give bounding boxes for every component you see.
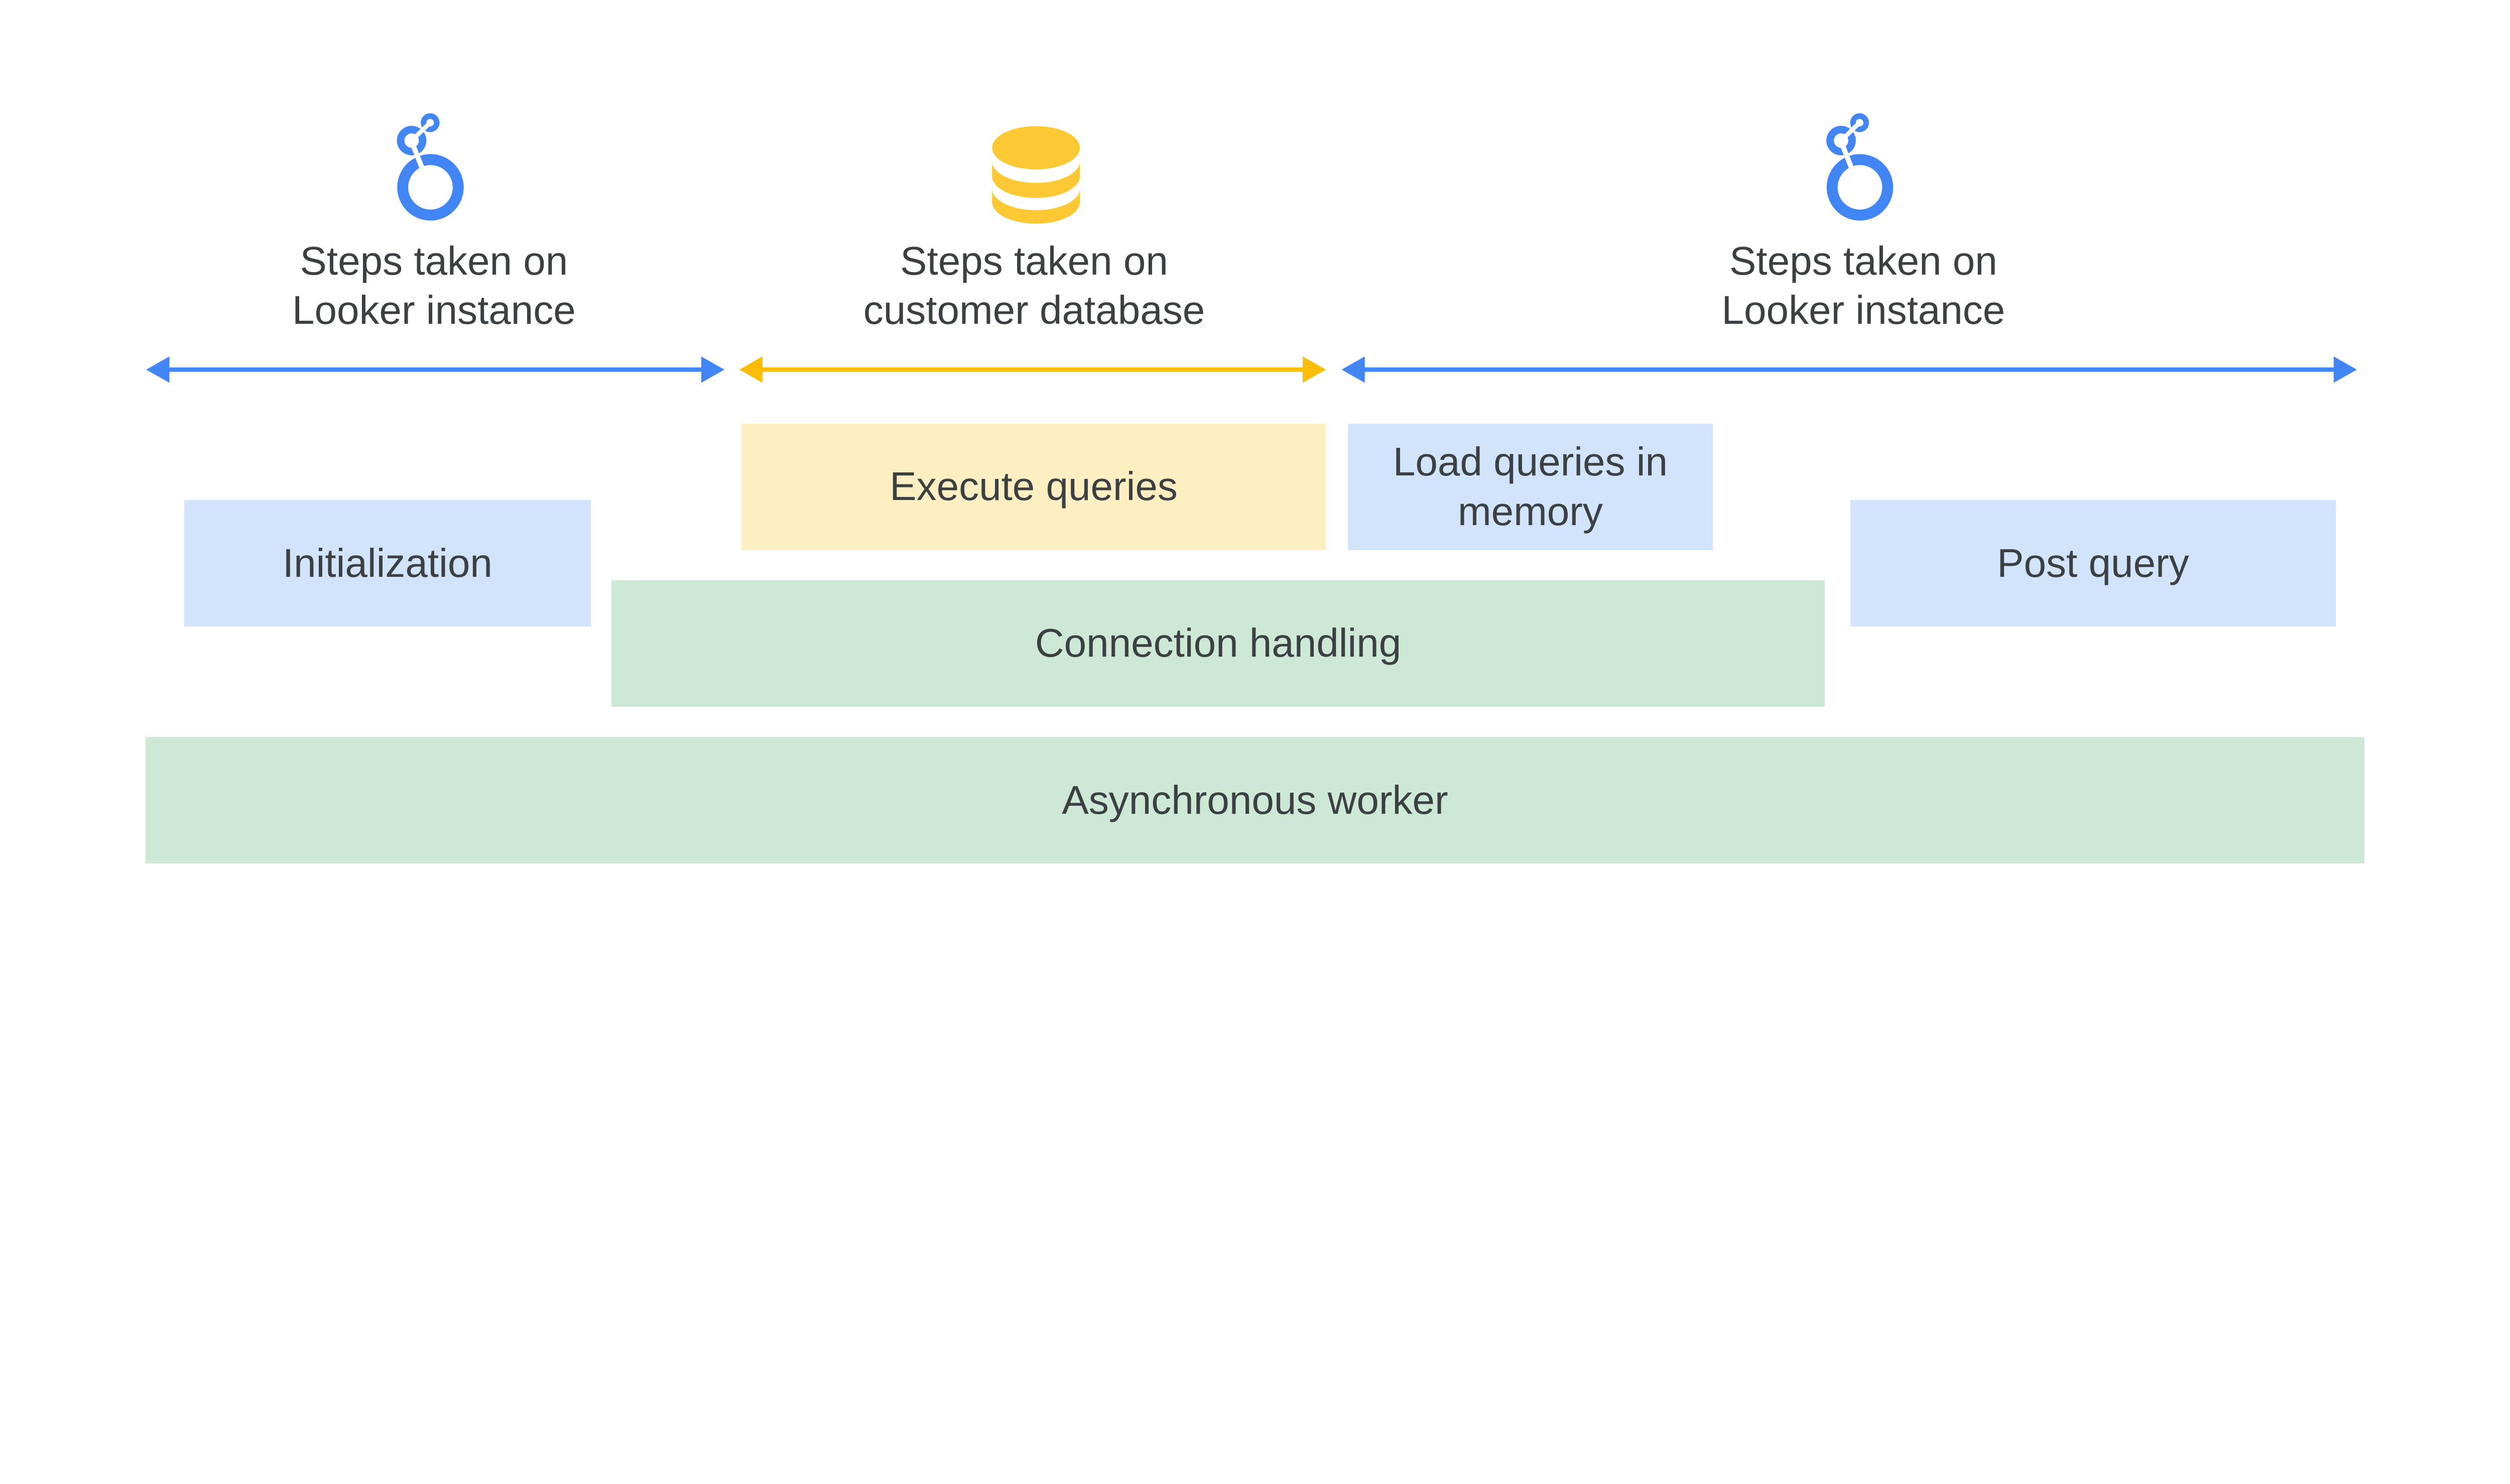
looker-span-arrow-left	[146, 356, 725, 383]
heading-line-2: Looker instance	[1721, 288, 2005, 333]
heading-looker-instance-right: Steps taken on Looker instance	[1612, 236, 2114, 336]
looker-logo-icon	[397, 113, 464, 221]
diagram-graphics	[146, 113, 2357, 383]
heading-line-2: Looker instance	[292, 288, 576, 333]
heading-customer-database: Steps taken on customer database	[783, 236, 1285, 336]
post-query-label: Post query	[1997, 540, 2189, 585]
looker-logo-icon	[1826, 113, 1894, 221]
load-queries-block: Load queries in memory	[1348, 423, 1713, 550]
heading-line-1: Steps taken on	[900, 238, 1168, 283]
looker-span-arrow-right	[1341, 356, 2357, 383]
initialization-label: Initialization	[282, 540, 492, 585]
heading-looker-instance-left: Steps taken on Looker instance	[183, 236, 685, 336]
asynchronous-worker-block: Asynchronous worker	[146, 737, 2364, 863]
heading-line-2: customer database	[863, 288, 1205, 333]
database-icon	[992, 126, 1080, 224]
connection-handling-label: Connection handling	[1035, 621, 1402, 666]
initialization-block: Initialization	[184, 500, 591, 627]
execute-queries-label: Execute queries	[890, 464, 1178, 509]
post-query-block: Post query	[1850, 500, 2336, 627]
diagram-canvas: Steps taken on Looker instance Steps tak…	[146, 113, 2364, 863]
heading-line-1: Steps taken on	[1729, 238, 1997, 283]
load-queries-label: Load queries in memory	[1393, 439, 1668, 534]
connection-handling-block: Connection handling	[611, 580, 1825, 707]
database-span-arrow	[739, 356, 1326, 383]
execute-queries-block: Execute queries	[741, 423, 1326, 550]
asynchronous-worker-label: Asynchronous worker	[1062, 777, 1448, 822]
heading-line-1: Steps taken on	[300, 238, 568, 283]
